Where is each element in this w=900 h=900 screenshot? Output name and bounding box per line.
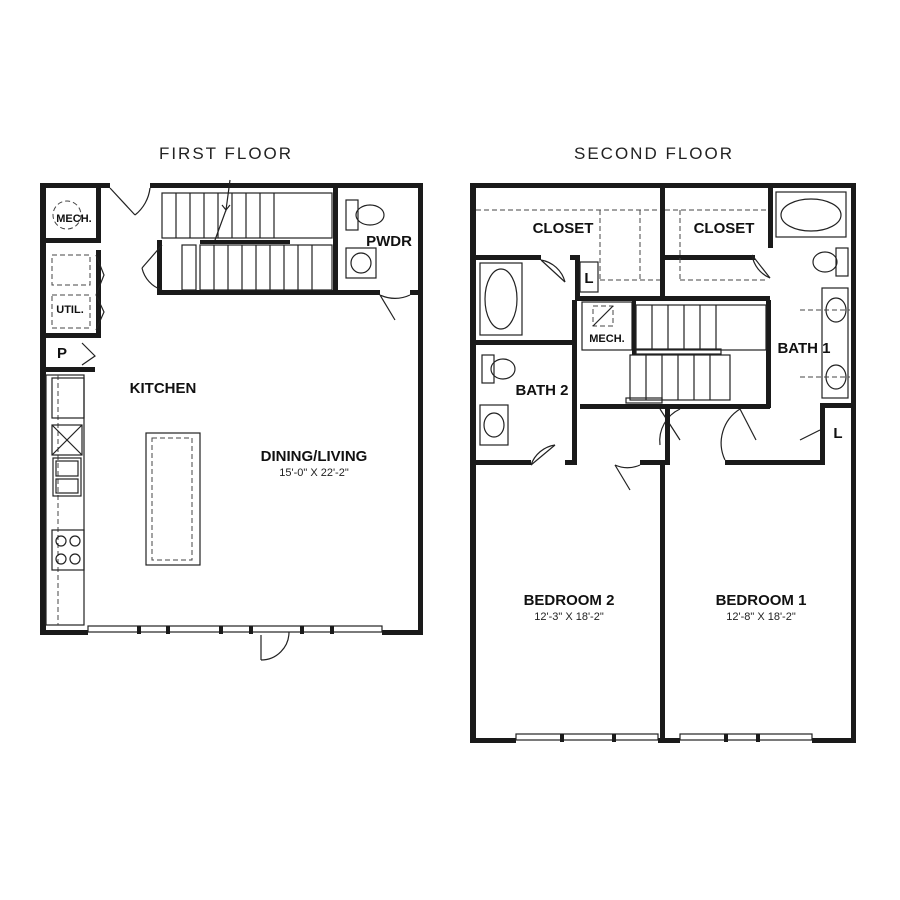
front-door[interactable] <box>260 631 290 661</box>
pantry-label: P <box>57 345 67 362</box>
closet-left-label: CLOSET <box>533 220 594 237</box>
mech-label-second: MECH. <box>589 333 624 345</box>
kitchen-label: KITCHEN <box>130 380 197 397</box>
second-floor-windows <box>515 733 813 742</box>
mech-label-first: MECH. <box>56 213 91 225</box>
first-floor-left-closets <box>40 183 105 372</box>
bath-1-label: BATH 1 <box>777 340 830 357</box>
second-floor-stair-core <box>580 300 771 491</box>
first-floor-exterior-walls <box>40 183 423 635</box>
bedroom-2-dimensions: 12'-3" X 18'-2" <box>534 611 604 623</box>
first-floor-stairs <box>141 179 338 295</box>
bedroom-1-label: BEDROOM 1 <box>716 592 807 609</box>
linen-closet-bath1-label: L <box>833 425 842 442</box>
closet-right-label: CLOSET <box>694 220 755 237</box>
second-floor-exterior-walls <box>470 183 856 743</box>
first-floor-windows <box>87 625 383 634</box>
bedroom-2-label: BEDROOM 2 <box>524 592 615 609</box>
bath-2 <box>476 262 577 466</box>
kitchen-counter <box>45 374 85 626</box>
bedroom-divider <box>476 409 670 743</box>
bath-2-label: BATH 2 <box>515 382 568 399</box>
second-floor-plan: SECOND FLOOR <box>470 144 856 743</box>
second-floor-title: SECOND FLOOR <box>574 144 734 163</box>
first-floor-plan: FIRST FLOOR <box>40 144 423 661</box>
dining-living-dimensions: 15'-0" X 22'-2" <box>279 467 349 479</box>
util-label: UTIL. <box>56 304 84 316</box>
bedroom-1-dimensions: 12'-8" X 18'-2" <box>726 611 796 623</box>
second-floor-closets <box>476 188 773 301</box>
powder-room <box>338 199 423 321</box>
first-floor-side-door[interactable] <box>109 187 151 216</box>
pwdr-label: PWDR <box>366 233 412 250</box>
first-floor-title: FIRST FLOOR <box>159 144 293 163</box>
bath-1 <box>659 191 856 465</box>
dining-living-label: DINING/LIVING <box>261 448 368 465</box>
kitchen-island <box>145 432 201 566</box>
linen-closet-top-label: L <box>584 270 593 287</box>
